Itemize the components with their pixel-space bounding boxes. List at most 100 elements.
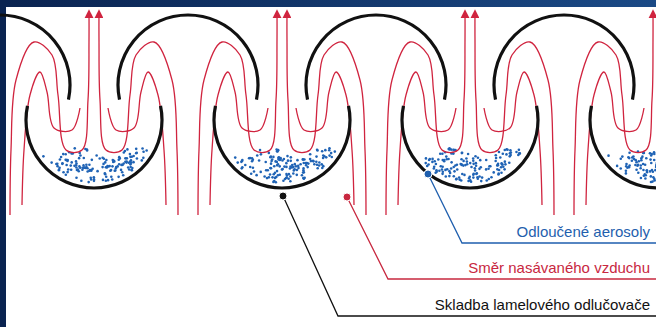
aerosol-dot	[474, 169, 477, 172]
aerosol-dot	[75, 160, 78, 163]
aerosol-dot	[621, 155, 624, 158]
aerosol-dot	[270, 160, 273, 163]
aerosol-dot	[50, 161, 53, 164]
aerosol-dot	[111, 178, 114, 181]
aerosol-dot	[309, 153, 312, 156]
aerosol-dot	[639, 167, 642, 170]
aerosol-dot	[433, 166, 436, 169]
aerosol-dot	[241, 159, 244, 162]
aerosol-dot	[321, 167, 324, 170]
aerosol-dot	[302, 171, 305, 174]
aerosol-dot	[478, 175, 481, 178]
aerosol-dot	[501, 163, 504, 166]
aerosol-dot	[641, 155, 644, 158]
aerosol-dot	[519, 152, 522, 155]
lamella-profile	[118, 15, 258, 100]
aerosol-dot	[485, 168, 488, 171]
aerosol-dot	[82, 164, 85, 167]
aerosol-dot	[485, 159, 488, 162]
aerosol-dot	[142, 150, 145, 153]
aerosol-dot	[285, 166, 288, 169]
aerosol-dot	[475, 165, 478, 168]
aerosol-dot	[472, 163, 475, 166]
aerosol-dot	[313, 163, 316, 166]
aerosol-dot	[108, 165, 111, 168]
aerosol-dot	[113, 170, 116, 173]
aerosol-dot	[289, 180, 292, 183]
aerosol-dot	[444, 169, 447, 172]
aerosol-dot	[109, 169, 112, 172]
aerosol-dot	[653, 159, 656, 162]
aerosol-dot	[628, 166, 631, 169]
leader-line	[428, 174, 656, 243]
aerosol-dot	[244, 164, 247, 167]
aerosol-dot	[477, 156, 480, 159]
aerosol-dot	[474, 167, 477, 170]
callout-label: Skladba lamelového odlučovače	[435, 296, 650, 314]
aerosol-dot	[105, 179, 108, 182]
aerosol-dot	[75, 162, 78, 165]
aerosol-dot	[448, 148, 451, 151]
aerosol-dot	[462, 160, 465, 163]
aerosol-dot	[472, 173, 475, 176]
aerosol-dot	[277, 163, 280, 166]
callout-leader	[343, 193, 656, 279]
frame-strip	[0, 0, 6, 327]
aerosol-dot	[118, 163, 121, 166]
aerosol-dot	[286, 155, 289, 158]
aerosol-dot	[475, 173, 478, 176]
aerosol-dot	[472, 176, 475, 179]
aerosol-dot	[278, 173, 281, 176]
aerosol-dot	[489, 165, 492, 168]
aerosol-dot	[131, 169, 134, 172]
aerosol-dot	[505, 153, 508, 156]
aerosol-dot	[55, 163, 58, 166]
aerosol-dot	[65, 173, 68, 176]
aerosol-dot	[83, 157, 86, 160]
leader-dot	[279, 192, 287, 200]
aerosol-dot	[644, 177, 647, 180]
aerosol-dot	[269, 156, 272, 159]
aerosol-dot	[502, 165, 505, 168]
aerosol-dot	[616, 165, 619, 168]
aerosol-dot	[650, 162, 653, 165]
aerosol-dot	[650, 154, 653, 157]
aerosol-dot	[650, 181, 653, 184]
aerosol-dot	[318, 161, 321, 164]
aerosol-dot	[93, 178, 96, 181]
aerosol-dot	[62, 153, 65, 156]
aerosol-dot	[458, 178, 461, 181]
aerosol-dot	[286, 174, 289, 177]
aerosol-dot	[104, 173, 107, 176]
aerosol-dot	[127, 166, 130, 169]
aerosol-dot	[270, 167, 273, 170]
aerosol-dot	[98, 157, 101, 160]
aerosol-dot	[277, 158, 280, 161]
frame-strip	[0, 0, 656, 7]
airflow-lines	[0, 11, 653, 215]
aerosol-dot	[631, 160, 634, 163]
aerosol-dot	[431, 161, 434, 164]
aerosol-dot	[504, 160, 507, 163]
aerosol-dot	[110, 169, 113, 172]
aerosol-dot	[64, 153, 67, 156]
aerosol-dot	[461, 173, 464, 176]
aerosol-dot	[607, 154, 610, 157]
aerosol-dot	[456, 168, 459, 171]
aerosol-dot	[70, 161, 73, 164]
aerosol-dot	[113, 159, 116, 162]
aerosol-dot	[250, 173, 253, 176]
aerosol-dot	[316, 167, 319, 170]
aerosol-dot	[289, 175, 292, 178]
aerosol-dot	[296, 159, 299, 162]
aerosol-dot	[105, 175, 108, 178]
aerosol-dot	[58, 169, 61, 172]
aerosol-dot	[129, 166, 132, 169]
lamella-profile	[306, 15, 446, 100]
leader-dot	[343, 193, 351, 201]
aerosol-dot	[330, 152, 333, 155]
aerosol-dot	[634, 159, 637, 162]
aerosol-dot	[69, 164, 72, 167]
aerosol-dot	[293, 163, 296, 166]
